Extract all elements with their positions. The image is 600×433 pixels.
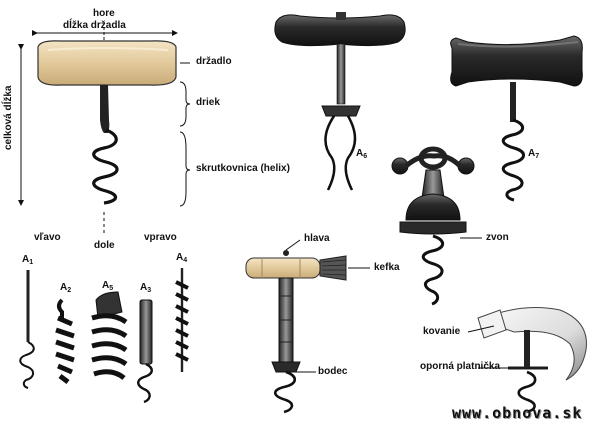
label-bell: zvon [486,232,509,243]
variant-label-a3: A3 [140,282,152,294]
label-down: dole [94,240,115,251]
label-brush: kefka [374,262,400,273]
horn-corkscrew [477,307,587,414]
label-ferrule: kovanie [423,326,461,337]
watermark: www.obnova.sk [452,404,583,422]
label-top: hore [93,8,115,19]
label-handle-length: dĺžka držadla [63,20,126,31]
label-support-plate: oporná platnička [420,361,501,372]
brush-corkscrew [245,250,347,414]
variant-a1 [19,270,35,389]
variant-a3 [137,299,153,404]
variant-label-a1: A1 [22,254,34,266]
variant-a2 [55,298,75,384]
label-shank: driek [196,97,220,108]
wooden-handle [37,40,177,86]
label-right: vpravo [144,232,177,243]
bell-corkscrew [391,146,475,306]
variant-label-a2: A2 [60,282,72,294]
label-handle: držadlo [196,56,232,67]
main-corkscrew [18,22,191,235]
variant-label-a6: A6 [356,148,368,160]
variant-label-a4: A4 [176,252,188,264]
leader-lines [285,237,548,373]
variant-label-a7: A7 [528,148,540,160]
variant-label-a5: A5 [102,280,114,292]
variant-a4 [175,268,189,372]
helix-screw [92,128,119,205]
corkscrew-a7 [450,35,583,202]
label-total-length: celková dĺžka [3,85,14,150]
label-left: vľavo [34,232,61,243]
label-head: hlava [304,233,330,244]
label-spike: bodec [318,366,348,377]
corkscrew-a6 [274,12,406,191]
label-helix: skrutkovnica (helix) [196,163,290,174]
variant-a5 [91,291,128,381]
